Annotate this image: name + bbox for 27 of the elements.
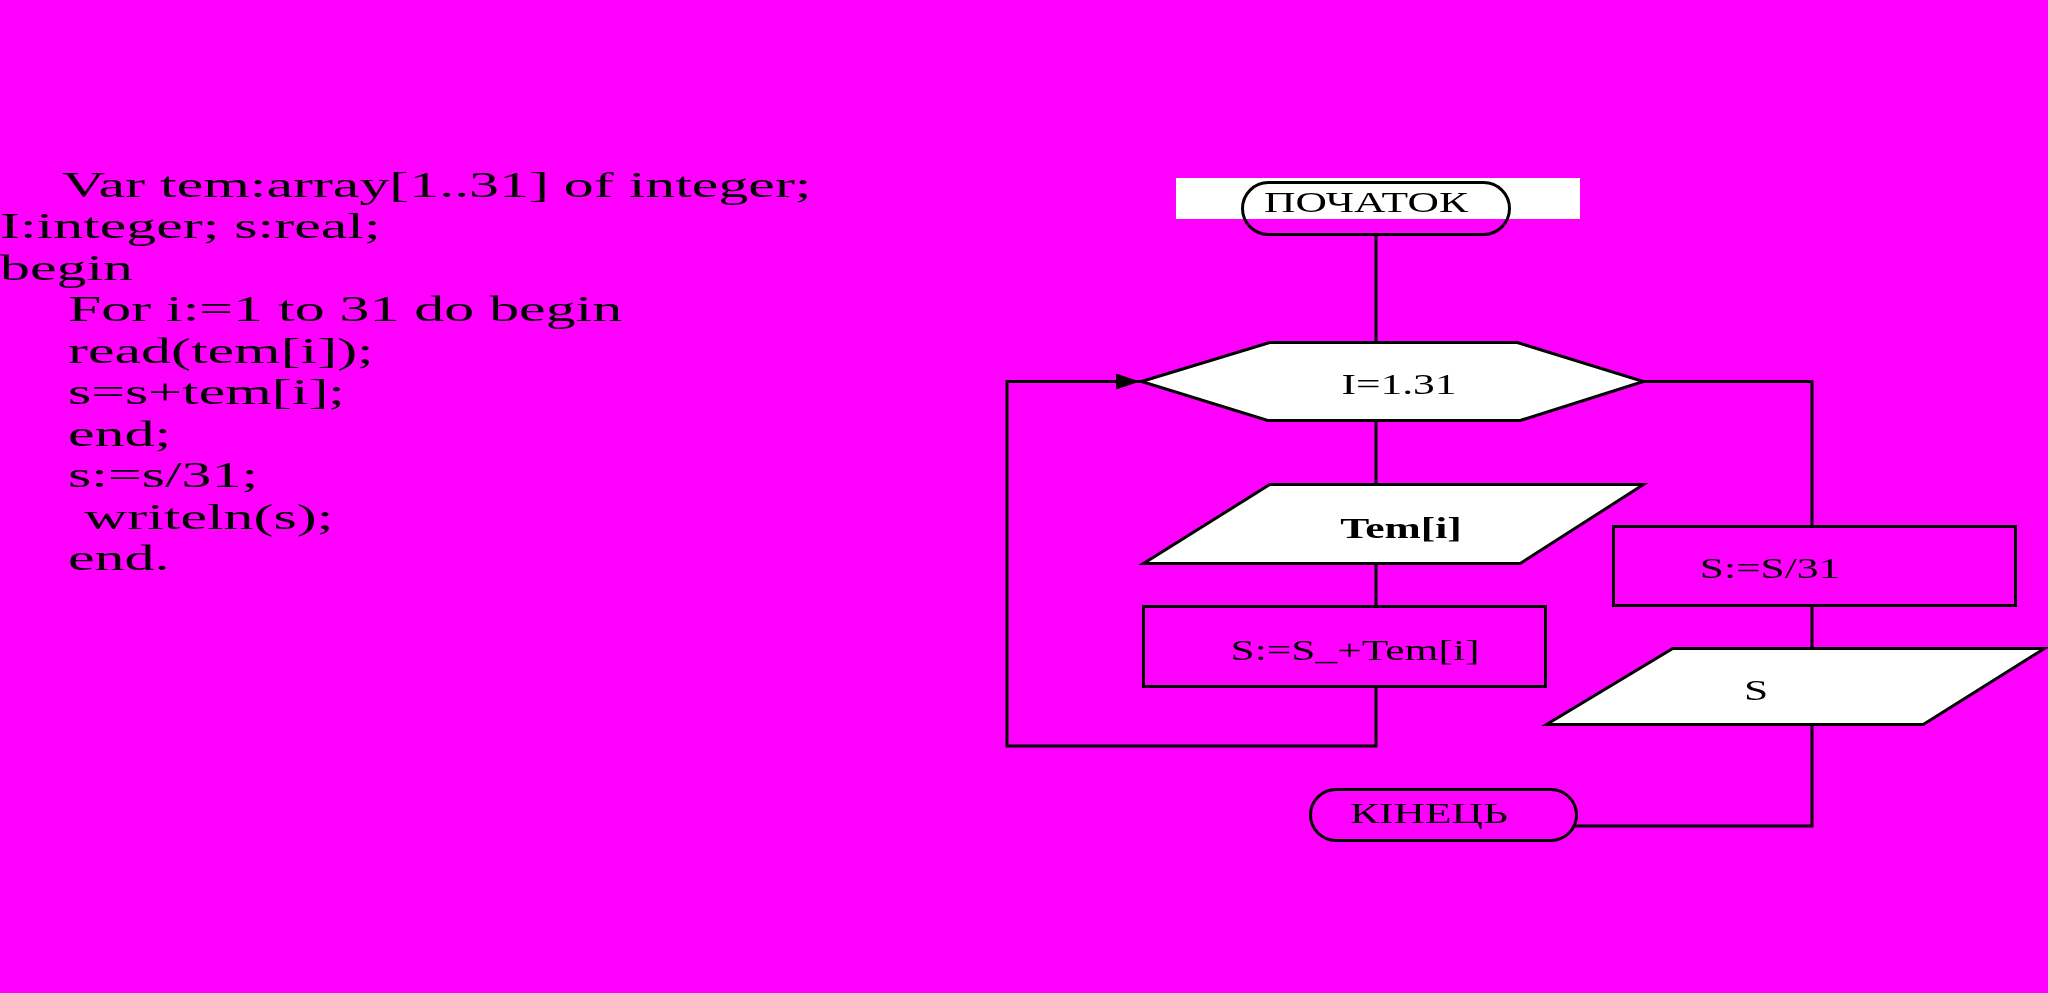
code-line: writeln(s); bbox=[84, 496, 334, 538]
terminal-label: ПОЧАТОК bbox=[1264, 184, 1468, 219]
code-line: s:=s/31; bbox=[68, 455, 259, 496]
end-terminal bbox=[1309, 788, 1578, 842]
connector-line bbox=[1574, 724, 1814, 828]
code-line: s=s+tem[i]; bbox=[68, 372, 345, 413]
code-line: I:integer; s:real; bbox=[0, 206, 381, 247]
code-line: read(tem[i]); bbox=[68, 330, 374, 372]
connector-line bbox=[1374, 234, 1378, 343]
code-line: end. bbox=[68, 538, 170, 579]
process-box bbox=[1142, 605, 1547, 688]
output-label: S bbox=[1743, 672, 1768, 707]
connector-line bbox=[1810, 605, 1814, 649]
code-line: end; bbox=[68, 413, 172, 455]
loop-condition: I=1.31 bbox=[1340, 366, 1457, 401]
code-line: begin bbox=[0, 247, 133, 289]
code-line: For i:=1 to 31 do begin bbox=[68, 289, 623, 330]
terminal-label: КІНЕЦЬ bbox=[1349, 796, 1508, 830]
connector-line bbox=[1374, 563, 1378, 607]
connector-line bbox=[1643, 380, 1814, 527]
connector-line bbox=[1374, 420, 1378, 485]
process-label: S:=S_+Tem[i] bbox=[1230, 632, 1479, 667]
process-box bbox=[1612, 525, 2017, 607]
input-label: Tem[i] bbox=[1339, 511, 1462, 545]
process-label: S:=S/31 bbox=[1699, 551, 1840, 585]
code-line: Var tem:array[1..31] of integer; bbox=[62, 164, 812, 206]
start-terminal bbox=[1241, 181, 1511, 236]
